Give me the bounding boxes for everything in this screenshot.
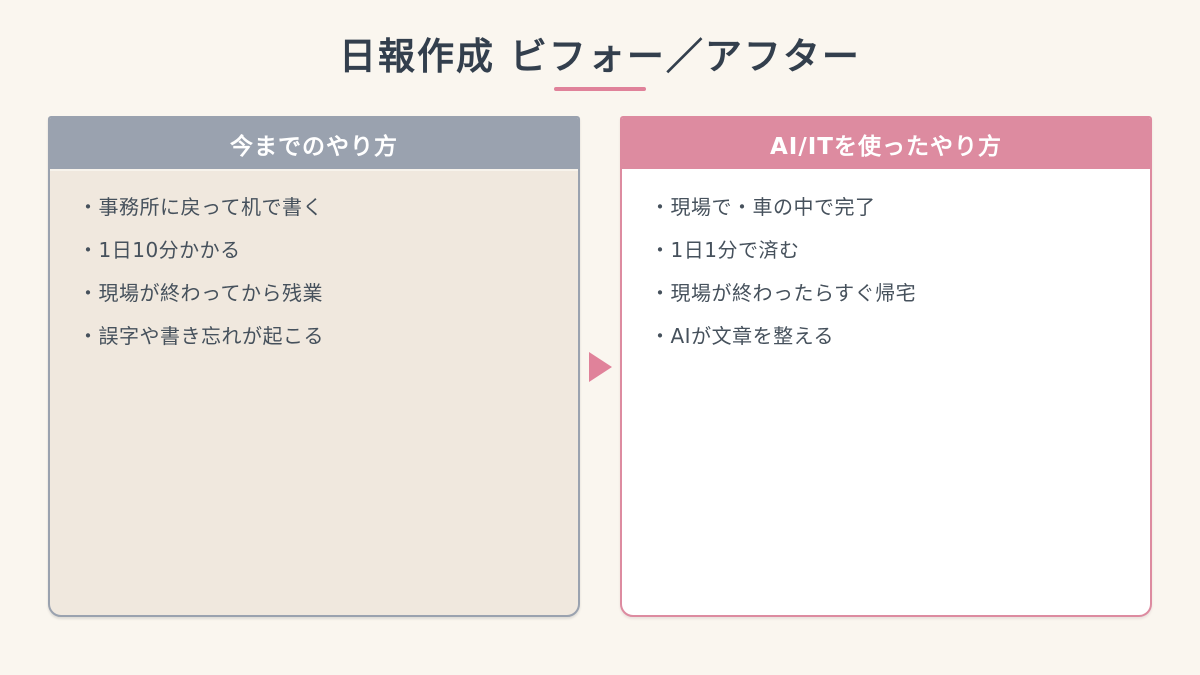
after-panel-header: AI/ITを使ったやり方 — [622, 118, 1150, 172]
before-panel-body: ・事務所に戻って机で書く ・1日10分かかる ・現場が終わってから残業 ・誤字や… — [50, 171, 578, 615]
title-underline — [554, 87, 646, 92]
after-panel-body: ・現場で・車の中で完了 ・1日1分で済む ・現場が終わったらすぐ帰宅 ・AIが文… — [622, 171, 1150, 615]
before-panel-header: 今までのやり方 — [50, 118, 578, 172]
after-item-list: ・現場で・車の中で完了 ・1日1分で済む ・現場が終わったらすぐ帰宅 ・AIが文… — [650, 192, 1122, 351]
before-item-list: ・事務所に戻って机で書く ・1日10分かかる ・現場が終わってから残業 ・誤字や… — [78, 192, 550, 351]
comparison-panels: 今までのやり方 ・事務所に戻って机で書く ・1日10分かかる ・現場が終わってか… — [48, 116, 1152, 618]
after-panel: AI/ITを使ったやり方 ・現場で・車の中で完了 ・1日1分で済む ・現場が終わ… — [620, 116, 1152, 618]
after-panel-title: AI/ITを使ったやり方 — [769, 133, 1002, 160]
list-item: ・現場が終わったらすぐ帰宅 — [650, 281, 917, 306]
page-title: 日報作成 ビフォー／アフター — [339, 35, 861, 78]
list-item: ・現場で・車の中で完了 — [650, 195, 876, 220]
arrow-column — [580, 116, 620, 617]
list-item: ・事務所に戻って机で書く — [78, 195, 323, 220]
before-panel: 今までのやり方 ・事務所に戻って机で書く ・1日10分かかる ・現場が終わってか… — [48, 116, 580, 618]
list-item: ・1日1分で済む — [650, 238, 800, 263]
list-item: ・AIが文章を整える — [650, 324, 834, 349]
list-item: ・現場が終わってから残業 — [78, 281, 323, 306]
list-item: ・誤字や書き忘れが起こる — [78, 324, 324, 349]
arrow-right-icon — [588, 351, 612, 382]
list-item: ・1日10分かかる — [78, 238, 241, 263]
before-panel-title: 今までのやり方 — [230, 133, 398, 160]
title-block: 日報作成 ビフォー／アフター — [0, 0, 1200, 92]
